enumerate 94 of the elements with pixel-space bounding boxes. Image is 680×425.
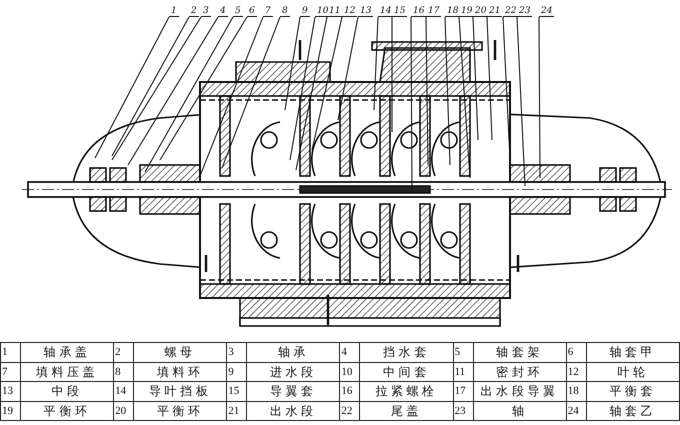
callout-number: 24 [539, 6, 554, 17]
leader-line [160, 16, 248, 160]
part-name-cell: 进水段 [246, 362, 340, 382]
part-number-cell: 20 [114, 401, 134, 420]
callout-number: 5 [233, 6, 243, 17]
part-name-cell: 挡水套 [360, 342, 454, 362]
part-number-cell: 22 [340, 401, 360, 420]
callout-number: 7 [263, 6, 273, 17]
leader-line [516, 16, 526, 186]
leader-line [410, 16, 412, 192]
leader-line [112, 16, 190, 156]
leader-line [312, 16, 342, 150]
part-number-cell: 7 [0, 362, 21, 382]
callout-number: 21 [487, 6, 502, 17]
part-number-cell: 15 [226, 382, 247, 401]
part-name-cell: 叶轮 [586, 362, 680, 382]
part-number-cell: 23 [453, 401, 474, 420]
part-number-cell: 14 [114, 382, 134, 401]
callout-number: 12 [342, 6, 358, 17]
leader-line [284, 16, 300, 110]
part-number-cell: 9 [226, 362, 247, 382]
callout-number: 18 [445, 6, 460, 17]
part-name-cell: 轴套架 [473, 342, 566, 362]
leader-line [112, 16, 202, 160]
leader-line [290, 16, 316, 160]
callout-number: 13 [358, 6, 374, 17]
part-name-cell: 螺母 [134, 342, 227, 362]
callout-number: 9 [300, 6, 310, 17]
part-number-cell: 19 [0, 401, 21, 420]
part-name-cell: 尾盖 [360, 401, 454, 420]
part-name-cell: 导翼套 [246, 382, 340, 401]
leader-line [144, 16, 234, 172]
callout-number: 2 [189, 6, 199, 17]
callout-number: 23 [517, 6, 532, 17]
leader-line [338, 16, 358, 120]
leader-line [94, 16, 170, 158]
part-number-cell: 11 [453, 362, 474, 382]
callout-number: 17 [426, 6, 442, 17]
part-number-cell: 24 [566, 401, 586, 420]
leader-line [374, 16, 378, 110]
part-number-cell: 2 [114, 342, 134, 362]
part-number-cell: 1 [0, 342, 21, 362]
part-name-cell: 拉紧螺栓 [360, 382, 454, 401]
callout-number: 8 [280, 6, 290, 17]
part-number-cell: 5 [453, 342, 474, 362]
part-name-cell: 密封环 [473, 362, 566, 382]
part-name-cell: 轴套乙 [586, 401, 680, 420]
callout-number: 11 [327, 6, 342, 17]
callout-number: 4 [218, 6, 228, 17]
leader-line [222, 16, 280, 168]
part-name-cell: 出水段导翼 [473, 382, 566, 401]
part-number-cell: 17 [453, 382, 474, 401]
part-name-cell: 平衡套 [586, 382, 680, 401]
part-name-cell: 轴 [473, 401, 566, 420]
part-name-cell: 中段 [20, 382, 114, 401]
leader-line [128, 16, 218, 166]
part-name-cell: 填料压盖 [20, 362, 114, 382]
leader-line [296, 16, 328, 170]
part-name-cell: 导叶挡板 [134, 382, 227, 401]
leader-line [538, 16, 540, 178]
leader-line [426, 16, 428, 166]
part-number-cell: 3 [226, 342, 247, 362]
callout-number: 19 [459, 6, 474, 17]
part-name-cell: 中间套 [360, 362, 454, 382]
callout-number: 15 [392, 6, 408, 17]
part-name-cell: 平衡环 [20, 401, 114, 420]
part-number-cell: 12 [566, 362, 586, 382]
part-number-cell: 13 [0, 382, 21, 401]
part-name-cell: 轴套甲 [586, 342, 680, 362]
callout-number: 6 [247, 6, 257, 17]
part-number-cell: 18 [566, 382, 586, 401]
part-number-cell: 8 [114, 362, 134, 382]
leader-line [458, 16, 470, 178]
part-number-cell: 21 [226, 401, 247, 420]
callout-number: 3 [201, 6, 211, 17]
leader-line [444, 16, 450, 166]
callout-number: 10 [315, 6, 330, 17]
part-name-cell: 出水段 [246, 401, 340, 420]
part-number-cell: 16 [340, 382, 360, 401]
part-name-cell: 平衡环 [134, 401, 227, 420]
part-number-cell: 4 [340, 342, 360, 362]
leader-line [200, 16, 264, 176]
part-number-cell: 6 [566, 342, 586, 362]
leader-line [486, 16, 492, 140]
callout-number: 22 [503, 6, 518, 17]
part-name-cell: 填料环 [134, 362, 227, 382]
part-number-cell: 10 [340, 362, 360, 382]
part-name-cell: 轴承 [246, 342, 340, 362]
callout-number: 20 [473, 6, 488, 17]
part-name-cell: 轴承盖 [20, 342, 114, 362]
callout-number: 16 [411, 6, 426, 17]
callout-number: 14 [378, 6, 394, 17]
leader-line [472, 16, 478, 140]
callout-number: 1 [169, 6, 179, 17]
